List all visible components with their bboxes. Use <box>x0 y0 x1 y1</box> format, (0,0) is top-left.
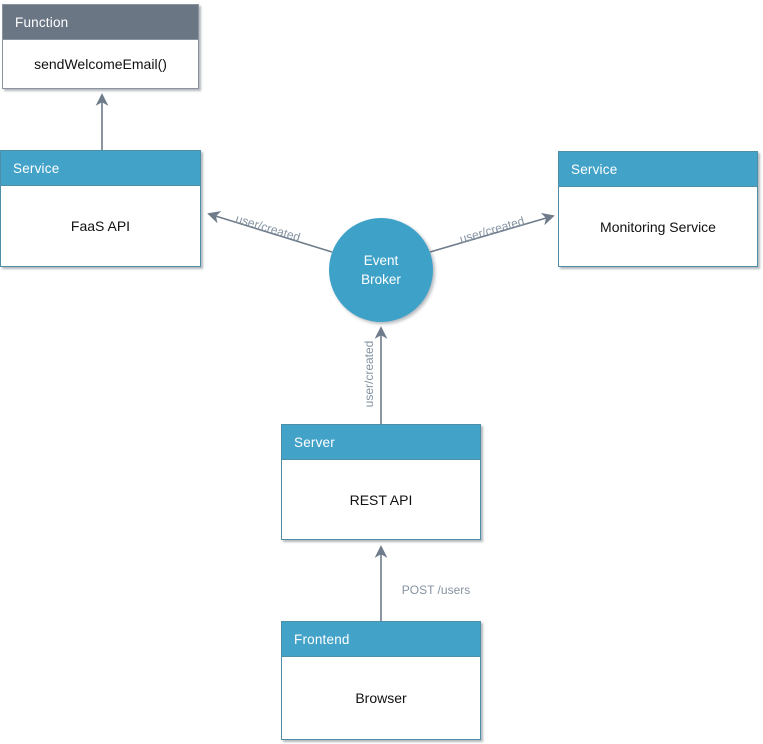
edge-broker-to-monitoring <box>429 212 555 253</box>
node-faas-service-header: Service <box>1 151 200 186</box>
node-function-body: sendWelcomeEmail() <box>3 40 198 88</box>
node-monitoring-service-header: Service <box>559 152 757 187</box>
node-function: Function sendWelcomeEmail() <box>2 4 199 89</box>
node-monitoring-service: Service Monitoring Service <box>558 151 758 267</box>
edge-label-broker-to-monitoring: user/created <box>458 213 526 247</box>
node-event-broker: Event Broker <box>329 218 433 322</box>
node-frontend-body: Browser <box>282 657 480 739</box>
node-event-broker-label: Event Broker <box>361 253 401 287</box>
edge-label-server-to-broker: user/created <box>362 340 376 408</box>
node-server-header: Server <box>282 425 480 460</box>
edge-label-broker-to-faas: user/created <box>234 211 302 245</box>
node-server-body: REST API <box>282 460 480 539</box>
node-server: Server REST API <box>281 424 481 540</box>
node-frontend: Frontend Browser <box>281 621 481 740</box>
edge-label-frontend-to-server: POST /users <box>401 583 471 597</box>
node-monitoring-service-body: Monitoring Service <box>559 187 757 266</box>
node-faas-service-body: FaaS API <box>1 186 200 266</box>
node-function-header: Function <box>3 5 198 40</box>
node-faas-service: Service FaaS API <box>0 150 201 267</box>
node-frontend-header: Frontend <box>282 622 480 657</box>
edge-broker-to-faas <box>207 211 333 253</box>
